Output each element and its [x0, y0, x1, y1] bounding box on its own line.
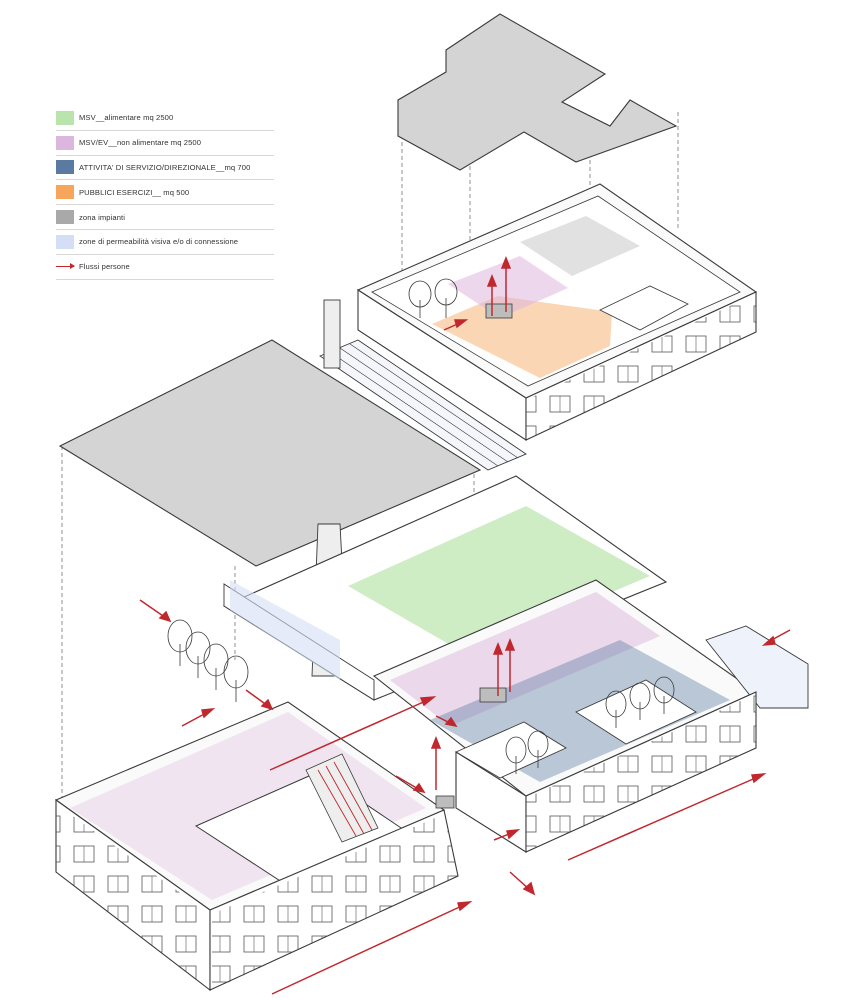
legend-label: MSV/EV__non alimentare mq 2500 [79, 138, 202, 148]
nonfood-zone-area [390, 592, 660, 726]
color-swatch-icon [56, 234, 74, 249]
color-swatch-icon [56, 135, 74, 150]
legend-item: zona impianti [56, 205, 274, 230]
upper-roof-slab [397, 13, 678, 171]
people-flow-arrows [139, 255, 791, 995]
legend-item: PUBBLICI ESERCIZI__ mq 500 [56, 180, 274, 206]
arrow-line-icon [56, 262, 75, 269]
tree-icon [167, 619, 675, 774]
legend-label: zona impianti [79, 212, 126, 222]
nonfood-zone-area [448, 256, 568, 318]
plant-zone-area [520, 216, 640, 276]
legend-label: ATTIVITA' DI SERVIZIO/DIREZIONALE__mq 70… [79, 162, 251, 172]
color-swatch-icon [56, 185, 74, 200]
color-swatch-icon [56, 160, 74, 175]
legend-label: Flussi persone [79, 262, 130, 272]
tree-icon [408, 278, 458, 318]
public-zone-area [432, 296, 612, 378]
lower-floor-block [54, 579, 809, 992]
legend-label: zone di permeabilità visiva e/o di conne… [79, 237, 239, 247]
legend-item: Flussi persone [56, 255, 274, 280]
legend-label: MSV__alimentare mq 2500 [79, 113, 174, 123]
legend-label: PUBBLICI ESERCIZI__ mq 500 [79, 187, 190, 197]
legend-item: zone di permeabilità visiva e/o di conne… [56, 230, 274, 255]
color-swatch-icon [56, 110, 74, 125]
upper-floor-block [356, 183, 758, 442]
legend-item: MSV__alimentare mq 2500 [56, 106, 274, 131]
legend-item: MSV/EV__non alimentare mq 2500 [56, 131, 274, 156]
middle-block [222, 475, 668, 701]
food-zone-area [348, 506, 650, 654]
color-swatch-icon [56, 210, 74, 225]
legend-item: ATTIVITA' DI SERVIZIO/DIREZIONALE__mq 70… [56, 156, 274, 181]
